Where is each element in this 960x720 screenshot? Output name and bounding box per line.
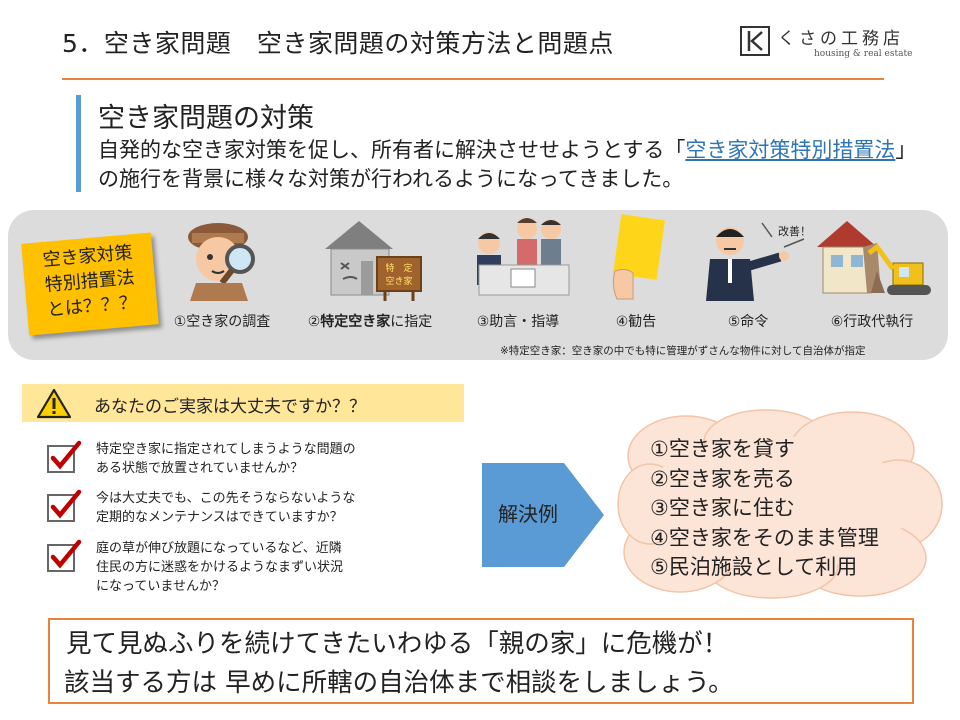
- section-heading: 空き家問題の対策: [98, 103, 314, 134]
- check-line: ある状態で放置されていませんか？: [96, 461, 304, 476]
- section-accent-bar: [76, 95, 81, 192]
- solutions-cloud: [617, 409, 943, 599]
- step-caption: ①空き家の調査: [173, 314, 271, 330]
- callout-box: [48, 618, 914, 704]
- consultation-icon: [477, 218, 570, 296]
- check-line: 特定空き家に指定されてしまうような問題の: [96, 442, 356, 457]
- solution-arrow: 解決例: [482, 463, 604, 567]
- solution-label: 解決例: [498, 502, 558, 526]
- step-survey: ①空き家の調査: [152, 213, 292, 331]
- sign-line-1: 特 定: [385, 262, 412, 274]
- order-icon: 改善！: [706, 222, 808, 301]
- yellow-card-icon: [612, 214, 665, 300]
- solutions-list: ①空き家を貸す ②空き家を売る ③空き家に住む ④空き家をそのまま管理 ⑤民泊施…: [650, 435, 879, 583]
- desc-text-before: 自発的な空き家対策を促し、所有者に解決させせようとする「: [98, 138, 686, 162]
- step-recommendation: ④勧告: [566, 213, 706, 331]
- check-line: 住民の方に迷惑をかけるようなまずい状況: [96, 560, 344, 575]
- step-caption: ④勧告: [615, 314, 657, 330]
- check-line: 庭の草が伸び放題になっているなど、近隣: [96, 541, 342, 556]
- vacant-house-icon: 特 定 空き家: [325, 221, 422, 301]
- demolition-icon: [817, 221, 931, 295]
- solution-item: ②空き家を売る: [650, 466, 795, 491]
- step-advice: ③助言・指導: [448, 213, 588, 331]
- step-caption: ⑥行政代執行: [830, 314, 914, 330]
- step-execution: ⑥行政代執行: [802, 213, 942, 331]
- footnote: ※特定空き家：空き家の中でも特に管理がずさんな物件に対して自治体が指定: [500, 345, 866, 357]
- check-line: 今は大丈夫でも、この先そうならないような: [96, 491, 356, 506]
- check-line: になっていませんか？: [96, 579, 225, 594]
- logo-tagline: housing & real estate: [814, 49, 913, 59]
- checkbox-checked-icon: [47, 489, 82, 522]
- callout-line-1: 見て見ぬふりを続けてきたいわゆる「親の家」に危機が！: [66, 629, 729, 659]
- warning-icon: [36, 388, 72, 419]
- solution-item: ⑤民泊施設として利用: [650, 555, 858, 579]
- step-designation: 特 定 空き家 ②特定空き家に指定: [300, 213, 440, 331]
- step-caption: ③助言・指導: [476, 314, 560, 330]
- solution-item: ③空き家に住む: [650, 496, 795, 520]
- check-line: 定期的なメンテナンスはできていますか？: [96, 510, 343, 525]
- solution-item: ①空き家を貸す: [650, 437, 795, 461]
- desc-text-after: 」の施行を背景に様々な対策が行われるようになってきました。: [98, 138, 917, 191]
- checkbox-checked-icon: [47, 539, 82, 572]
- step-caption: ②特定空き家に指定: [307, 314, 433, 330]
- step-order: 改善！ ⑤命令: [678, 213, 818, 331]
- law-question-label: 空き家対策 特別措置法 とは？？？: [21, 232, 159, 336]
- law-link[interactable]: 空き家対策特別措置法: [685, 138, 896, 162]
- callout-line-2: 該当する方は 早めに所轄の自治体まで相談をしましょう。: [64, 668, 734, 698]
- solution-item: ④空き家をそのまま管理: [650, 525, 879, 550]
- warning-banner: [22, 384, 464, 422]
- step-caption: ⑤命令: [727, 314, 769, 330]
- logo-mark-icon: [740, 26, 770, 56]
- checkbox-checked-icon: [47, 440, 82, 473]
- section-description: 自発的な空き家対策を促し、所有者に解決させせようとする「空き家対策特別措置法」の…: [98, 136, 928, 194]
- header-divider: [62, 78, 884, 80]
- order-bubble-text: 改善！: [778, 224, 808, 238]
- detective-icon: [188, 223, 255, 301]
- sign-line-2: 空き家: [385, 275, 412, 287]
- logo-name: くさの工務店: [778, 29, 904, 49]
- page-title: 5．空き家問題 空き家問題の対策方法と問題点: [62, 29, 614, 58]
- company-logo: くさの工務店 housing & real estate: [740, 22, 940, 66]
- warning-text: あなたのご実家は大丈夫ですか？？: [94, 397, 366, 417]
